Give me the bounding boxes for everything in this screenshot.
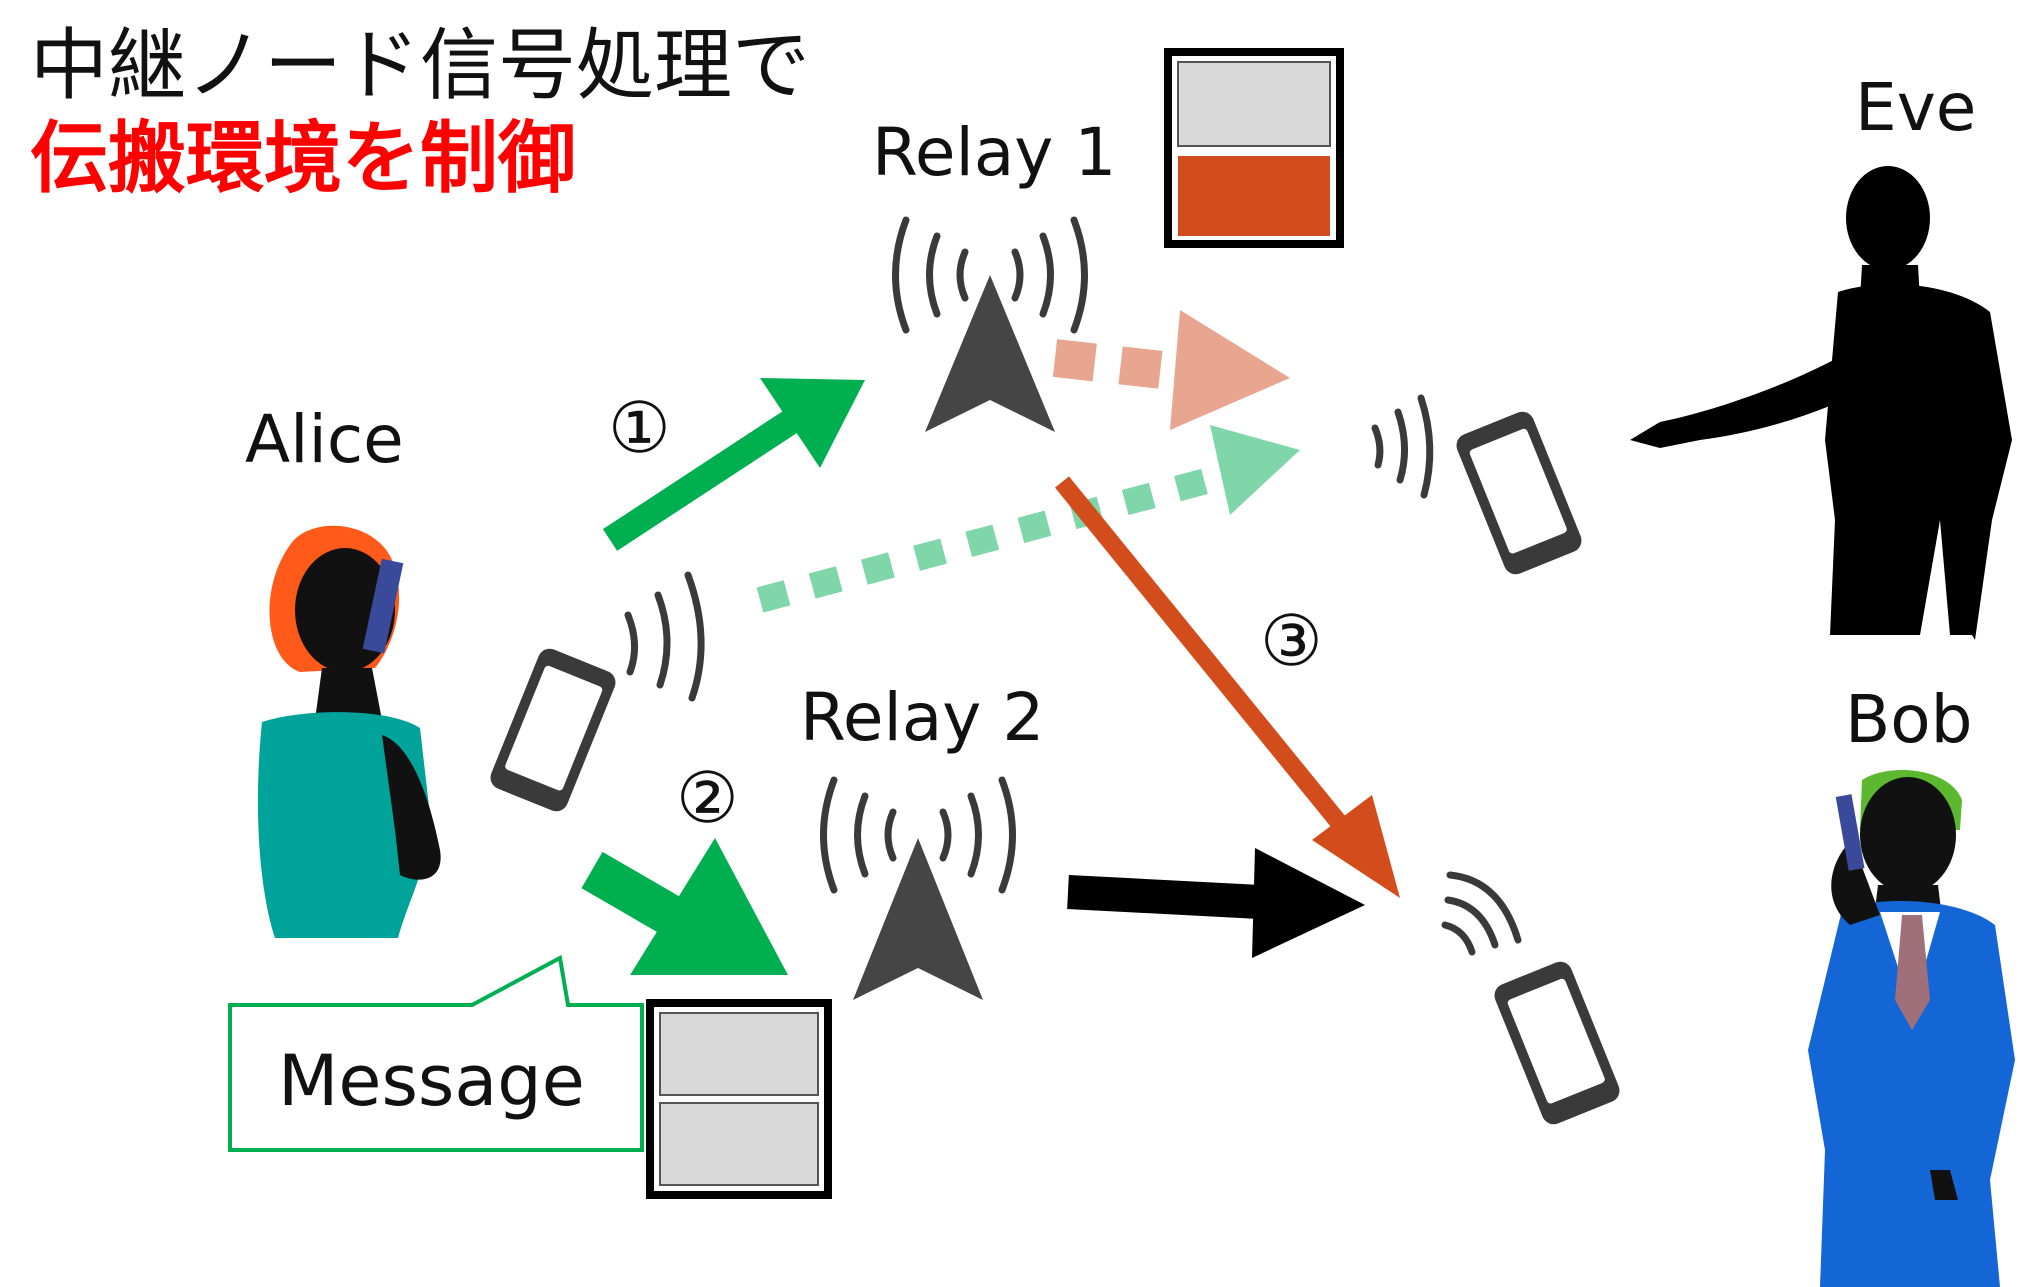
relay2-to-bob-arrow	[1067, 848, 1365, 958]
step3-arrow	[1055, 476, 1400, 898]
message-block	[646, 999, 832, 1199]
title-line2: 伝搬環境を制御	[30, 114, 576, 204]
relay1-label: Relay 1	[872, 114, 1116, 191]
title-line1: 中継ノード信号処理で	[30, 21, 810, 111]
step1-arrow	[602, 378, 865, 551]
alice-to-eve-arrow	[756, 425, 1300, 613]
relay2-label: Relay 2	[800, 679, 1044, 756]
bob-phone-icon	[1441, 871, 1620, 1125]
bob-figure	[1808, 769, 2015, 1287]
step3-number: ③	[1260, 600, 1323, 682]
relay1-to-eve-arrow	[1052, 310, 1290, 430]
step2-number: ②	[676, 757, 739, 839]
alice-label: Alice	[245, 401, 404, 478]
alice-phone-icon	[490, 571, 705, 812]
eve-phone-icon	[1371, 394, 1582, 575]
bob-label: Bob	[1845, 681, 1973, 758]
relay1-state-block	[1164, 48, 1344, 248]
relay1-antenna-icon	[892, 216, 1088, 432]
alice-figure	[257, 525, 441, 938]
relay2-antenna-icon	[820, 776, 1016, 1000]
message-callout	[228, 954, 644, 1152]
eve-label: Eve	[1855, 69, 1976, 146]
step2-arrow	[581, 838, 788, 975]
step1-number: ①	[608, 387, 671, 469]
eve-figure	[1630, 166, 2012, 640]
message-label: Message	[278, 1040, 585, 1122]
